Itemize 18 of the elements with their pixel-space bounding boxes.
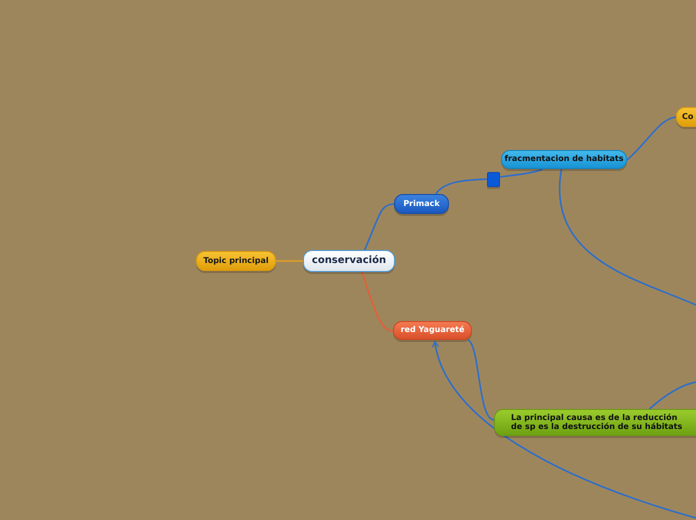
connector-line	[558, 168, 696, 306]
connector-line	[626, 116, 678, 161]
topic-node: Co	[676, 107, 696, 127]
topic-node: Topic principal	[196, 251, 276, 271]
connector-line	[468, 339, 494, 421]
connector-line	[364, 203, 394, 250]
connector-line	[500, 168, 543, 178]
topic-node: La principal causa es de la reducción de sp es la destrucción de su hábitats	[494, 409, 696, 436]
connector-line	[648, 381, 696, 410]
junction-square	[487, 172, 500, 187]
connector-line	[432, 341, 696, 519]
central-topic: conservación	[303, 250, 395, 272]
topic-node: Primack	[394, 194, 449, 214]
connector-line	[435, 178, 488, 194]
connector-line	[276, 260, 303, 262]
connector-line	[361, 272, 394, 332]
topic-node: fracmentacion de habitats	[501, 150, 627, 169]
topic-node: red Yaguareté	[393, 321, 472, 340]
